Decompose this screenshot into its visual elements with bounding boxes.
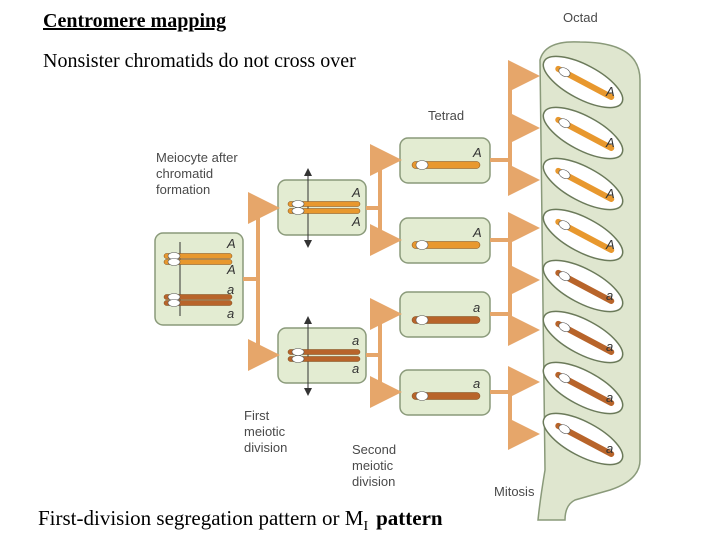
first-division-label-line2: meiotic bbox=[244, 424, 286, 439]
first-div-top-allele-2: A bbox=[351, 214, 361, 229]
meiocyte-chromatid-2 bbox=[163, 258, 233, 266]
tetrad-label: Tetrad bbox=[428, 108, 464, 123]
caption-suffix: pattern bbox=[376, 506, 443, 530]
meiocyte-chromatid-4 bbox=[163, 299, 233, 307]
tetrad-allele-1: A bbox=[472, 145, 482, 160]
octad-spores: A A A Aa a a a bbox=[542, 55, 624, 466]
tetrad-chromosome-1 bbox=[411, 160, 481, 170]
first-div-top-chromatid-1 bbox=[287, 200, 361, 208]
first-division-bottom-cell bbox=[277, 316, 367, 396]
meiocyte-allele-1: A bbox=[226, 236, 236, 251]
tetrad-chromosome-2 bbox=[411, 240, 481, 250]
octad-allele-8: a bbox=[606, 441, 613, 456]
first-division-label-line3: division bbox=[244, 440, 287, 455]
page-title: Centromere mapping bbox=[43, 10, 227, 32]
meiocyte-allele-2: A bbox=[226, 262, 236, 277]
pattern-caption: First-division segregation pattern or MI… bbox=[38, 506, 443, 535]
meiocyte-allele-4: a bbox=[227, 306, 234, 321]
first-div-bottom-chromatid-2 bbox=[287, 355, 361, 363]
caption-subscript: I bbox=[363, 519, 369, 535]
tetrad-chromosome-3 bbox=[411, 315, 481, 325]
second-division-label-line1: Second bbox=[352, 442, 396, 457]
octad-spore-3 bbox=[542, 157, 624, 211]
first-div-bottom-chromatid-1 bbox=[287, 348, 361, 356]
octad-allele-3: A bbox=[605, 186, 615, 201]
octad-spore-4 bbox=[542, 208, 624, 262]
octad-label: Octad bbox=[563, 10, 598, 25]
tetrad-allele-4: a bbox=[473, 376, 480, 391]
meiocyte-label-line1: Meiocyte after bbox=[156, 150, 238, 165]
first-division-label-line1: First bbox=[244, 408, 270, 423]
page-subtitle: Nonsister chromatids do not cross over bbox=[43, 50, 356, 72]
first-div-top-chromatid-2 bbox=[287, 207, 361, 215]
caption-text: First-division segregation pattern or M bbox=[38, 506, 364, 530]
meiocyte-chromatid-1 bbox=[163, 252, 233, 260]
octad-allele-6: a bbox=[606, 339, 613, 354]
tetrad-allele-3: a bbox=[473, 300, 480, 315]
octad-spore-1 bbox=[542, 55, 624, 109]
second-division-label-line2: meiotic bbox=[352, 458, 394, 473]
division-arrows bbox=[243, 60, 540, 450]
mitosis-label: Mitosis bbox=[494, 484, 535, 499]
meiocyte-label-line2: chromatid bbox=[156, 166, 213, 181]
octad-allele-7: a bbox=[606, 390, 613, 405]
tetrad-allele-2: A bbox=[472, 225, 482, 240]
first-div-bottom-allele-2: a bbox=[352, 361, 359, 376]
meiocyte-label-line3: formation bbox=[156, 182, 210, 197]
octad-allele-2: A bbox=[605, 135, 615, 150]
octad-allele-5: a bbox=[606, 288, 613, 303]
octad-allele-1: A bbox=[605, 84, 615, 99]
meiocyte-chromatid-3 bbox=[163, 293, 233, 301]
first-division-top-cell bbox=[277, 168, 367, 248]
second-division-label-line3: division bbox=[352, 474, 395, 489]
first-div-top-allele-1: A bbox=[351, 185, 361, 200]
octad-spore-6 bbox=[542, 310, 624, 364]
octad-spore-5 bbox=[542, 259, 624, 313]
first-div-bottom-allele-1: a bbox=[352, 333, 359, 348]
octad-allele-4: A bbox=[605, 237, 615, 252]
tetrad-chromosome-4 bbox=[411, 391, 481, 401]
octad-spore-2 bbox=[542, 106, 624, 160]
octad-spore-8 bbox=[542, 412, 624, 466]
octad-spore-7 bbox=[542, 361, 624, 415]
meiocyte-allele-3: a bbox=[227, 282, 234, 297]
